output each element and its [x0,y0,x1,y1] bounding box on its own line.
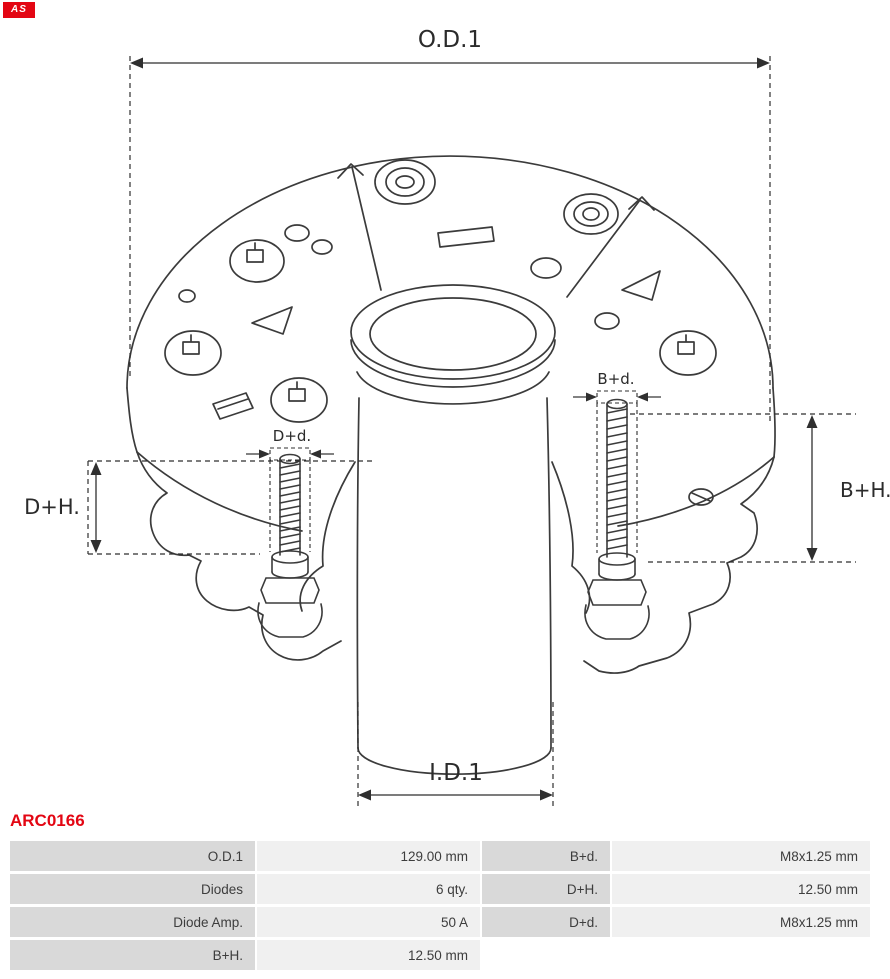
dimension-bd: B+d. [573,370,661,553]
spec-key: B+H. [10,940,255,970]
dimension-bh: B+H. [630,413,890,563]
spec-value: M8x1.25 mm [612,907,870,937]
spec-key: O.D.1 [10,841,255,871]
dimension-dh: D+H. [24,460,374,555]
label-od1: O.D.1 [418,27,482,53]
spec-value: 12.50 mm [257,940,480,970]
part-outline [126,155,776,775]
label-bd: B+d. [597,370,634,388]
spec-value: 50 A [257,907,480,937]
spec-key: D+d. [482,907,610,937]
spec-table: O.D.1 129.00 mm B+d. M8x1.25 mm Diodes 6… [10,841,870,970]
stud-left [257,453,323,638]
spec-key: Diodes [10,874,255,904]
spec-key: D+H. [482,874,610,904]
part-number: ARC0166 [10,811,85,830]
spec-value: M8x1.25 mm [612,841,870,871]
spec-key-empty [482,940,610,970]
rectifier-drawing-svg: O.D.1 I.D.1 D+H. B+H. D+d. [24,27,890,806]
spec-value: 129.00 mm [257,841,480,871]
label-id1: I.D.1 [429,760,483,786]
dimension-id1: I.D.1 [357,702,554,806]
label-dd: D+d. [273,427,311,445]
label-dh: D+H. [24,495,80,519]
stud-right [584,398,650,640]
dimension-od1: O.D.1 [129,27,771,424]
spec-key: B+d. [482,841,610,871]
dimension-dd: D+d. [246,427,334,552]
technical-drawing: O.D.1 I.D.1 D+H. B+H. D+d. [24,27,890,806]
spec-value: 12.50 mm [612,874,870,904]
brand-logo: AS [3,2,35,18]
spec-value-empty [612,940,870,970]
label-bh: B+H. [840,478,890,502]
spec-value: 6 qty. [257,874,480,904]
spec-key: Diode Amp. [10,907,255,937]
